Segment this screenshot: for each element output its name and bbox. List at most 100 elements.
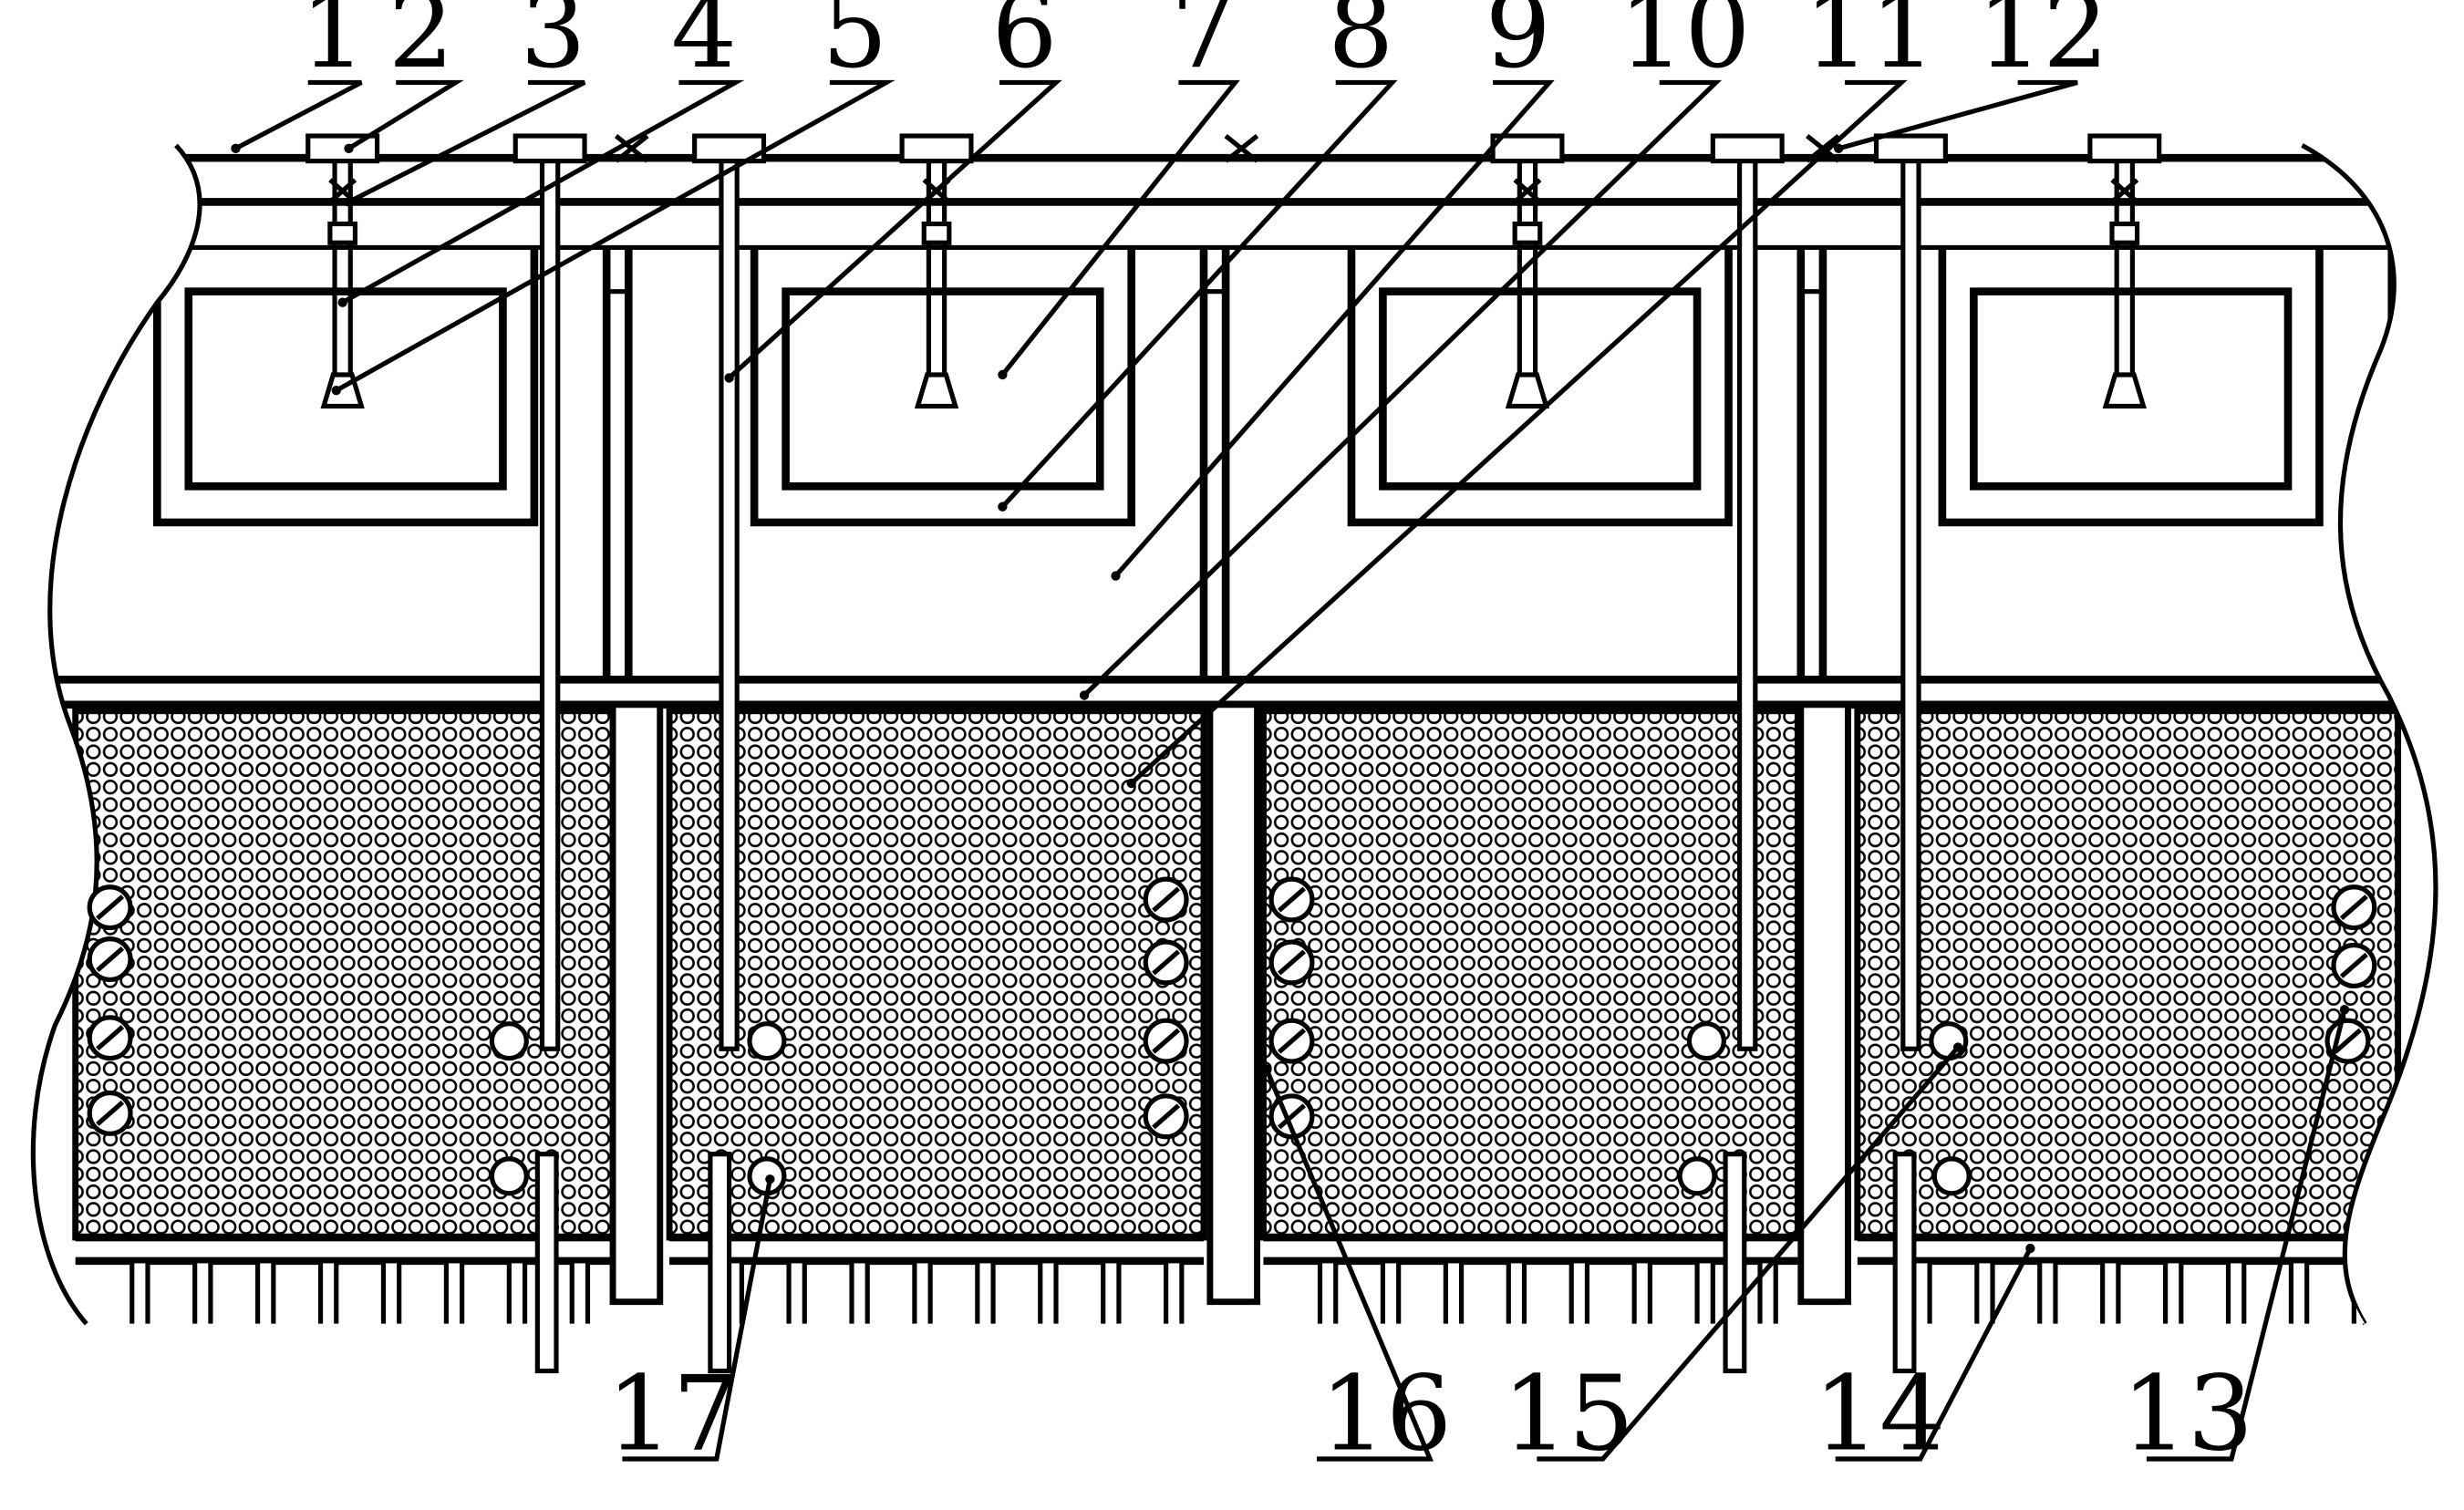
comb-tooth [1380, 1258, 1402, 1324]
drain-circle [1677, 1156, 1717, 1196]
screw-slot [2333, 1028, 2362, 1054]
pipe-tee [1490, 133, 1565, 164]
comb-tooth [1317, 1258, 1339, 1324]
collecting-box [1379, 287, 1702, 491]
leader-line [1082, 79, 1723, 698]
screw-slot [96, 895, 125, 921]
leader-dot [331, 386, 341, 396]
comb-tooth [1757, 1258, 1778, 1324]
collecting-box [184, 287, 507, 491]
comb-tooth [2351, 1258, 2373, 1324]
header-valve-icon [1806, 134, 1840, 163]
leader-line [347, 79, 464, 151]
screw-slot [96, 1100, 125, 1126]
spray-nozzle-icon [1505, 372, 1550, 409]
leader-dot [231, 143, 241, 154]
comb-tooth [380, 1258, 402, 1324]
leader-line [1000, 79, 1398, 509]
comb-tooth [975, 1258, 996, 1324]
trough-outer-wall [1938, 247, 2324, 527]
leader-dot [1111, 571, 1121, 581]
comb-tooth [2100, 1258, 2121, 1324]
leader-line [622, 1178, 772, 1462]
leader-line [1537, 1045, 1961, 1462]
spray-nozzle-icon [2102, 372, 2147, 409]
screw-slot [1152, 886, 1181, 913]
drain-pipe [1723, 1152, 1747, 1374]
label-14: 14 [1814, 1353, 1946, 1474]
label-8: 8 [1328, 0, 1393, 91]
trough-outer-wall [750, 247, 1136, 527]
leader-line [1000, 79, 1240, 377]
comb-tooth [569, 1258, 591, 1324]
label-15: 15 [1502, 1353, 1634, 1474]
comb-tooth [1568, 1258, 1590, 1324]
comb-tooth [1443, 1258, 1465, 1324]
screw-slot [1152, 1028, 1181, 1054]
left-break-line [30, 143, 202, 1326]
nozzle-coupling [2109, 221, 2140, 245]
label-7: 7 [1171, 0, 1237, 91]
nozzle-coupling [327, 221, 358, 245]
nozzle-coupling [921, 221, 952, 245]
screw-slot [1152, 1103, 1181, 1130]
riser-pipe [719, 159, 740, 1051]
label-3: 3 [520, 0, 585, 91]
leader-line [335, 79, 896, 393]
part-labels: 1 2 3 4 5 6 7 8 9 10 11 12 17 16 15 14 1… [300, 0, 2253, 1474]
leader-line [1129, 79, 1908, 785]
comb-tooth [443, 1258, 465, 1324]
riser-tee [1873, 133, 1948, 164]
valve-icon [2110, 178, 2139, 204]
leader-dot [998, 369, 1008, 380]
filter-plate [1260, 708, 1801, 1241]
spray-nozzle-icon [914, 372, 959, 409]
drain-pipe [1892, 1152, 1917, 1374]
valve-icon [1513, 178, 1542, 204]
plate-divider [1206, 701, 1261, 1306]
comb-tooth [1974, 1258, 1995, 1324]
leader-line [727, 79, 1062, 380]
leader-dot [1952, 1042, 1963, 1052]
screw-slot [96, 946, 125, 973]
header-valve-icon [1224, 134, 1259, 163]
filter-plate [1854, 708, 2402, 1241]
trough-outer-wall [153, 247, 539, 527]
screw-slot [1277, 1103, 1306, 1130]
riser-tee [512, 133, 587, 164]
label-2: 2 [388, 0, 454, 91]
riser-tee [1710, 133, 1785, 164]
leader-lines [231, 79, 2350, 1462]
label-17: 17 [606, 1353, 739, 1474]
leader-line [347, 79, 586, 204]
comb-tooth [129, 1258, 150, 1324]
comb-tooth [192, 1258, 213, 1324]
screw-slot [96, 1025, 125, 1051]
label-11: 11 [1804, 0, 1936, 91]
leader-line [2146, 1008, 2347, 1462]
leader-dot [1261, 1064, 1272, 1074]
riser-pipe [539, 159, 561, 1051]
leader-dot [998, 502, 1008, 512]
leader-dot [337, 297, 347, 307]
leader-dot [1833, 143, 1844, 154]
label-9: 9 [1485, 0, 1550, 91]
pipe-tee [2087, 133, 2162, 164]
screw-slot [1277, 886, 1306, 913]
filter-plate [72, 708, 616, 1241]
drain-pipe [708, 1152, 732, 1374]
riser-outlet-circle [747, 1021, 787, 1061]
comb-tooth [912, 1258, 933, 1324]
nozzle-coupling [1512, 221, 1543, 245]
label-10: 10 [1619, 0, 1751, 91]
label-12: 12 [1977, 0, 2109, 91]
comb-tooth [2225, 1258, 2247, 1324]
plate-divider [1797, 701, 1851, 1306]
leader-line [341, 79, 745, 305]
comb-tooth [1164, 1258, 1185, 1324]
comb-tooth [1694, 1258, 1715, 1324]
comb-tooth [2288, 1258, 2310, 1324]
comb-tooth [1631, 1258, 1652, 1324]
riser-outlet-circle [1686, 1021, 1726, 1061]
comb-tooth [506, 1258, 528, 1324]
